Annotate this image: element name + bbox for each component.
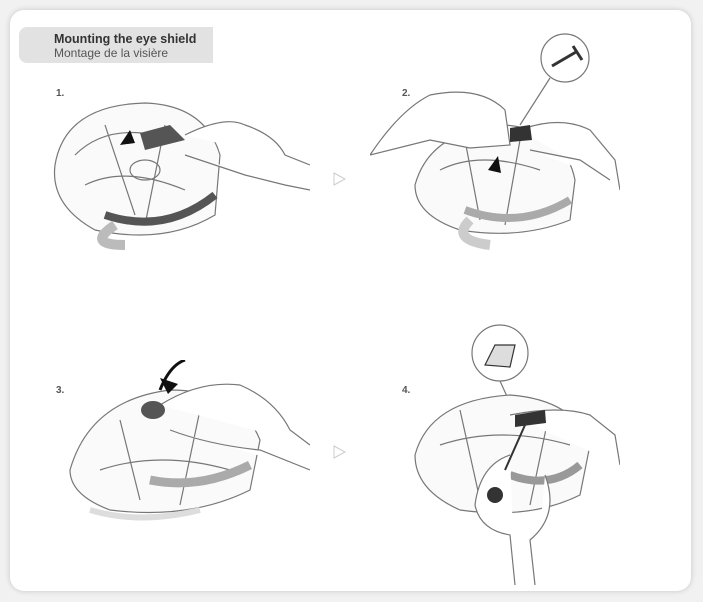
section-header: Mounting the eye shield Montage de la vi… bbox=[19, 27, 213, 63]
step-2-label: 2. bbox=[402, 88, 411, 99]
step-3-illustration bbox=[69, 360, 310, 521]
section-title: Mounting the eye shield bbox=[54, 32, 197, 46]
section-subtitle: Montage de la visière bbox=[54, 46, 169, 60]
step-2-illustration bbox=[370, 33, 620, 250]
step-4-illustration bbox=[414, 324, 620, 585]
arrow-icon bbox=[160, 378, 178, 394]
arrow-icon bbox=[120, 130, 135, 145]
step-1-label: 1. bbox=[56, 88, 65, 99]
rotate-icon bbox=[487, 487, 503, 503]
step-1-illustration bbox=[53, 102, 310, 250]
step-3-label: 3. bbox=[56, 385, 65, 396]
step-4-label: 4. bbox=[402, 385, 411, 396]
next-step-arrow-icon bbox=[333, 445, 347, 459]
next-step-arrow-icon bbox=[333, 172, 347, 186]
arrow-icon bbox=[488, 156, 501, 173]
